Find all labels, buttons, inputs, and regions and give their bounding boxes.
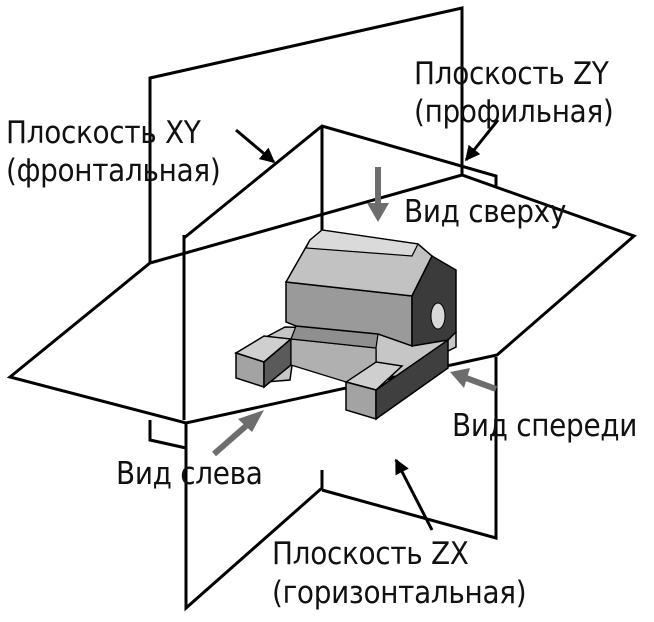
label-plane-zx-title: Плоскость ZX	[272, 536, 469, 572]
view-top-arrow	[367, 167, 389, 222]
label-plane-xy-title: Плоскость XY	[6, 115, 202, 151]
plane-zy-upper	[148, 6, 464, 266]
plane-xy-lower	[184, 423, 324, 612]
label-plane-xy-sub: (фронтальная)	[6, 153, 220, 189]
label-view-front: Вид спереди	[452, 408, 637, 444]
view-front-arrow	[450, 368, 498, 392]
label-plane-zy-title: Плоскость ZY	[414, 56, 610, 92]
leader-xy	[235, 128, 276, 164]
plane-zy-lower	[148, 420, 187, 450]
label-plane-zx-sub: (горизонтальная)	[272, 575, 526, 611]
view-left-arrow	[212, 410, 264, 457]
label-plane-zy-sub: (профильная)	[414, 94, 614, 130]
plane-zy-right-lower	[321, 357, 498, 540]
part-block-side	[411, 254, 457, 347]
leader-zx	[394, 458, 434, 531]
mechanical-part	[234, 229, 457, 421]
leader-zy	[464, 119, 500, 162]
part-right-prong-side	[375, 338, 449, 421]
part-block-bevel	[305, 229, 419, 257]
label-view-top: Вид сверху	[404, 194, 566, 230]
part-hole	[430, 302, 446, 330]
label-view-left: Вид слева	[116, 456, 263, 492]
